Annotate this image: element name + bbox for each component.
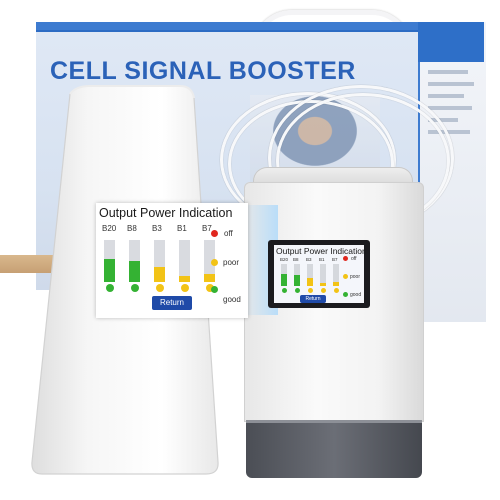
legend-good: good	[223, 295, 241, 304]
return-button[interactable]: Return	[152, 296, 192, 310]
band-status-dot-b3	[155, 284, 164, 292]
screen-band-meter-b3	[307, 264, 313, 286]
screen-band-meter-b1	[320, 264, 326, 286]
band-label-b8: B8	[127, 224, 137, 233]
screen-band-level-b7	[333, 282, 339, 286]
booster-screen	[274, 245, 364, 303]
screen-band-dot-b3	[307, 288, 313, 293]
callout-title: Output Power Indication	[99, 206, 233, 220]
screen-off-indicator	[343, 256, 348, 261]
screen-band-label-b7: B7	[332, 257, 338, 262]
screen-good-indicator	[343, 292, 348, 297]
band-level-b3	[154, 267, 165, 282]
band-status-dot-b8	[130, 284, 139, 292]
screen-band-dot-b1	[320, 288, 326, 293]
screen-band-dot-b7	[333, 288, 339, 293]
screen-band-level-b3	[307, 278, 313, 286]
band-meter-b1	[179, 240, 190, 282]
screen-band-label-b3: B3	[306, 257, 312, 262]
band-status-dot-b1	[180, 284, 189, 292]
legend-off: off	[224, 229, 233, 238]
screen-band-label-b1: B1	[319, 257, 325, 262]
band-label-b20: B20	[102, 224, 117, 233]
band-level-b7	[204, 274, 215, 282]
screen-band-meter-b7	[333, 264, 339, 286]
booster-base	[246, 420, 422, 478]
band-status-dot-b7	[205, 284, 214, 292]
screen-legend-poor: poor	[350, 274, 361, 280]
off-indicator-dot	[211, 230, 218, 237]
poor-indicator-dot	[211, 259, 218, 266]
screen-title: Output Power Indication	[276, 246, 367, 256]
screen-poor-indicator	[343, 274, 348, 279]
band-meter-b3	[154, 240, 165, 282]
screen-band-level-b8	[294, 275, 300, 286]
screen-legend-off: off	[351, 256, 357, 262]
band-status-dot-b20	[105, 284, 114, 292]
booster-base-edge	[246, 420, 422, 423]
legend-poor: poor	[223, 258, 240, 267]
screen-legend-good: good	[350, 292, 362, 298]
box-side-spec-lines	[428, 70, 476, 142]
box-top-edge	[36, 22, 418, 32]
screen-band-label-b8: B8	[293, 257, 299, 262]
screen-return-button[interactable]: Return	[300, 295, 326, 303]
screen-band-dot-b8	[294, 288, 300, 293]
screen-band-dot-b20	[281, 288, 287, 293]
box-title: CELL SIGNAL BOOSTER	[50, 57, 356, 85]
band-level-b8	[129, 261, 140, 282]
good-indicator-dot	[211, 286, 218, 293]
screen-band-level-b1	[320, 283, 326, 286]
band-level-b1	[179, 276, 190, 282]
band-meter-b7	[204, 240, 215, 282]
box-side-stripe	[418, 22, 484, 62]
screen-band-level-b20	[281, 274, 287, 286]
band-label-b1: B1	[177, 224, 187, 233]
band-level-b20	[104, 259, 115, 282]
band-label-b3: B3	[152, 224, 162, 233]
screen-band-label-b20: B20	[280, 257, 289, 262]
band-label-b7: B7	[202, 224, 212, 233]
